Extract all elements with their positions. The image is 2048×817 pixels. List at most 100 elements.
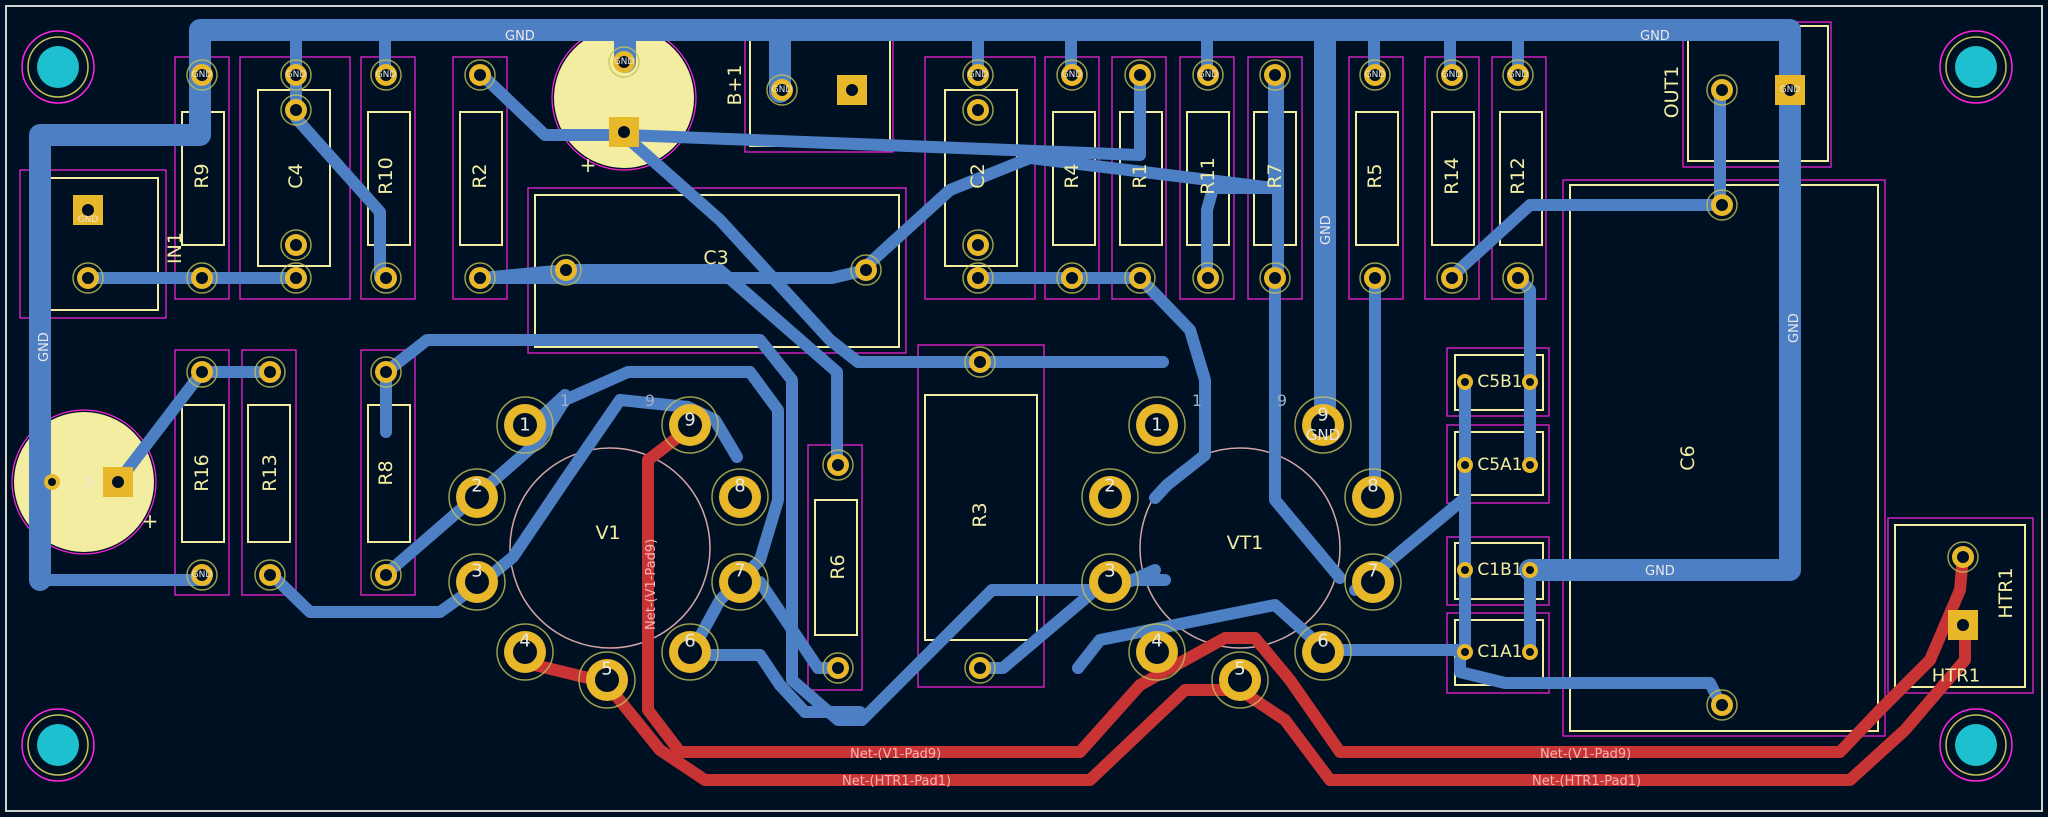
ref-r7: R7 xyxy=(1264,163,1286,188)
pad-r2-1 xyxy=(464,59,496,91)
pin-number-vt1-1: 1 xyxy=(1151,415,1162,436)
pad-name-gnd-r9: GND xyxy=(192,70,213,80)
ref-c4: C4 xyxy=(285,163,307,188)
net-label-htr1-pad1-right: Net-(HTR1-Pad1) xyxy=(1532,774,1641,789)
pad-r3-1 xyxy=(964,346,996,378)
pad-r7-1 xyxy=(1259,59,1291,91)
pin-number-v1-4: 4 xyxy=(519,631,530,652)
pad-c5b1-2 xyxy=(1522,374,1538,390)
pad-c4-3 xyxy=(280,229,312,261)
pin-mark-v1-1: 1 xyxy=(560,391,570,410)
ref-c3: C3 xyxy=(703,247,728,269)
pad-name-gnd-b1: GND xyxy=(772,85,793,95)
pad-c5-1 xyxy=(44,474,60,490)
pad-name-gnd-c2: GND xyxy=(968,70,989,80)
pin-number-v1-7: 7 xyxy=(734,561,745,582)
ref-r10: R10 xyxy=(375,157,397,194)
pad-c3-2 xyxy=(850,254,882,286)
pin-number-v1-5: 5 xyxy=(601,659,612,680)
ref-c1b1: C1B1 xyxy=(1477,560,1522,580)
pad-htr1-1 xyxy=(1947,541,1979,573)
pin-number-v1-3: 3 xyxy=(471,561,482,582)
pad-r5-2 xyxy=(1359,262,1391,294)
ref-r16: R16 xyxy=(191,454,213,491)
ref-c1a1: C1A1 xyxy=(1477,642,1522,662)
pad-c1b1-1 xyxy=(1457,562,1473,578)
net-label-gnd-top-right: GND xyxy=(1640,29,1670,44)
pin-number-v1-1: 1 xyxy=(519,415,530,436)
pin-number-c5: 5 xyxy=(86,474,95,490)
net-label-gnd-c1b1: GND xyxy=(1645,564,1675,579)
pad-name-gnd-r10: GND xyxy=(376,70,397,80)
ref-r2: R2 xyxy=(469,163,491,188)
pad-name-gnd-r14: GND xyxy=(1442,70,1463,80)
pad-r8-2 xyxy=(370,559,402,591)
net-label-v1-pad9-left: Net-(V1-Pad9) xyxy=(850,747,941,762)
pad-r8-1 xyxy=(370,356,402,388)
board-outline xyxy=(5,5,2043,812)
ref-v1: V1 xyxy=(595,522,620,544)
pad-r14-2 xyxy=(1436,262,1468,294)
pad-r12-2 xyxy=(1502,262,1534,294)
net-label-gnd-left: GND xyxy=(37,332,52,362)
ref-r11: R11 xyxy=(1197,157,1219,194)
pad-r6-2 xyxy=(822,652,854,684)
pad-c3-1 xyxy=(550,254,582,286)
pad-c1b1-2 xyxy=(1522,562,1538,578)
pad-c6-1 xyxy=(1706,189,1738,221)
pin-number-v1-8: 8 xyxy=(734,476,745,497)
pad-c2-2 xyxy=(962,94,994,126)
net-label-gnd-mid: GND xyxy=(1319,215,1334,245)
ref-r9: R9 xyxy=(191,163,213,188)
ref-in1: IN1 xyxy=(164,232,186,264)
pad-r1-1 xyxy=(1124,59,1156,91)
courtyard-layer xyxy=(19,21,2034,737)
ref-out1: OUT1 xyxy=(1661,66,1683,119)
pad-r16-1 xyxy=(186,356,218,388)
pad-name-gnd-r5: GND xyxy=(1365,70,1386,80)
net-label-v1-pad9-right: Net-(V1-Pad9) xyxy=(1540,747,1631,762)
mounting-hole-bottom-left xyxy=(21,708,95,782)
pad-name-gnd-r11: GND xyxy=(1198,70,1219,80)
pad-htr1-2 xyxy=(1948,610,1978,640)
polarity-mark-c1: + xyxy=(580,153,597,177)
pin-mark-v1-9: 9 xyxy=(645,391,655,410)
pad-name-gnd-c4: GND xyxy=(286,70,307,80)
mounting-hole-top-right xyxy=(1939,30,2013,104)
mounting-hole-top-left xyxy=(21,30,95,104)
pad-c1a1-1 xyxy=(1457,644,1473,660)
ref-r5: R5 xyxy=(1364,163,1386,188)
pad-c2-3 xyxy=(962,229,994,261)
net-label-v1-pad9-vertical: Net-(V1-Pad9) xyxy=(644,539,659,630)
pad-c5a1-2 xyxy=(1522,457,1538,473)
pin-number-v1-9: 9 xyxy=(684,410,695,431)
pin-number-vt1-6: 6 xyxy=(1317,631,1328,652)
pad-b1-2 xyxy=(837,75,867,105)
pad-name-gnd-r4: GND xyxy=(1062,70,1083,80)
pin-number-vt1-4: 4 xyxy=(1151,631,1162,652)
pad-r9-2 xyxy=(186,262,218,294)
pad-c4-4 xyxy=(280,262,312,294)
ref-vt1: VT1 xyxy=(1227,532,1264,554)
pad-c2-4 xyxy=(962,262,994,294)
ref-r4: R4 xyxy=(1061,163,1083,188)
polarity-mark-c5: + xyxy=(142,509,159,533)
pad-r2-2 xyxy=(464,262,496,294)
pad-out1-1 xyxy=(1706,74,1738,106)
ref-r12: R12 xyxy=(1507,157,1529,194)
pad-r4-2 xyxy=(1056,262,1088,294)
ref-r3: R3 xyxy=(969,502,991,527)
pin-number-vt1-5: 5 xyxy=(1234,659,1245,680)
ref-r6: R6 xyxy=(827,554,849,579)
ref-r8: R8 xyxy=(375,460,397,485)
pad-r13-2 xyxy=(254,559,286,591)
pin-number-vt1-8: 8 xyxy=(1367,476,1378,497)
pad-c1-1 xyxy=(609,117,639,147)
pad-r13-1 xyxy=(254,356,286,388)
pin-number-v1-6: 6 xyxy=(684,631,695,652)
mounting-hole-bottom-right xyxy=(1939,708,2013,782)
ref-htr1: HTR1 xyxy=(1995,567,2017,618)
pad-c6-2 xyxy=(1706,689,1738,721)
pin-number-vt1-2: 2 xyxy=(1104,476,1115,497)
